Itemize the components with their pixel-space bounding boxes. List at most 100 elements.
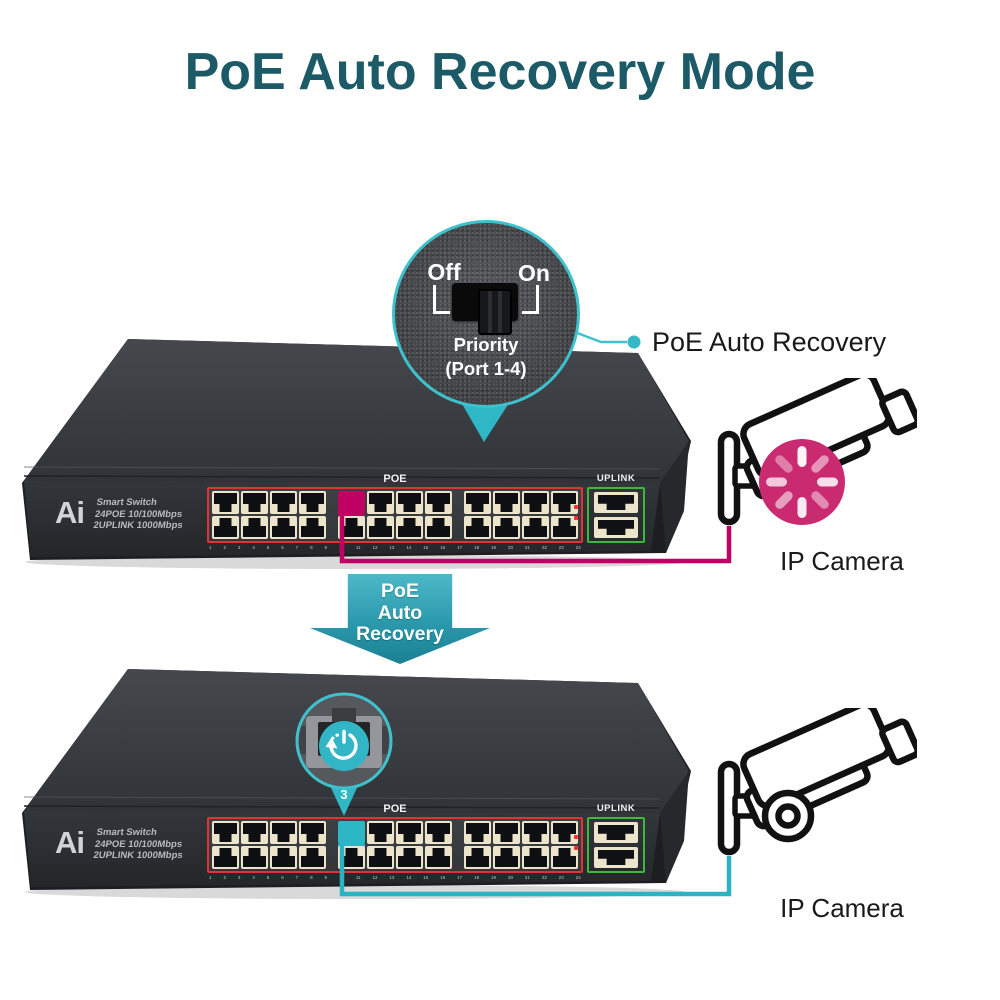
tagline-line2: 24POE 10/100Mbps [94, 838, 183, 850]
rj45-port [299, 491, 326, 514]
port-number: 12 [372, 545, 378, 550]
rj45-port [464, 516, 491, 539]
port-number: 8 [310, 875, 313, 880]
port-number: 14 [406, 545, 412, 550]
port-number: 8 [310, 545, 313, 550]
brand-logo: Ai [55, 495, 85, 530]
port-number: 5 [266, 545, 270, 550]
rj45-port [493, 821, 520, 844]
port-number: 22 [541, 545, 547, 550]
port-number: 16 [440, 545, 446, 550]
uplink-port [594, 492, 638, 513]
port-group [338, 491, 452, 539]
rj45-port [367, 846, 394, 869]
priority-caption: Priority (Port 1-4) [395, 333, 577, 381]
rj45-port [270, 821, 297, 844]
switch-tagline: Smart Switch 24POE 10/100Mbps 2UPLINK 10… [93, 497, 187, 532]
flow-arrow-line1: PoE [381, 580, 419, 602]
port-number: 23 [558, 875, 564, 880]
flow-arrow-line3: Recovery [356, 623, 444, 645]
rj45-port [270, 491, 297, 514]
port-number: 13 [389, 875, 395, 880]
port-number: 5 [266, 875, 270, 880]
port-number: 1 [209, 545, 212, 550]
status-led-group [574, 835, 578, 850]
rj45-port [396, 516, 423, 539]
port-number: 13 [389, 545, 395, 550]
rj45-port-highlighted [338, 491, 365, 521]
rj45-port [551, 821, 578, 844]
port-number: 19 [491, 875, 497, 880]
poe-switch-bottom: Ai Smart Switch 24POE 10/100Mbps 2UPLINK… [20, 665, 700, 900]
uplink-port-group [587, 487, 645, 543]
port-number: 10 [338, 545, 344, 550]
port-number: 7 [295, 545, 299, 550]
rj45-port [367, 516, 394, 539]
port-number: 10 [338, 875, 344, 880]
rj45-port [493, 491, 520, 514]
ip-camera-bottom [712, 708, 917, 868]
priority-switch-magnifier: Off On Priority (Port 1-4) [392, 220, 580, 408]
rj45-port [241, 846, 268, 869]
port-number: 18 [474, 875, 480, 880]
port-number: 7 [295, 875, 299, 880]
port-number: 11 [355, 875, 361, 880]
poe-port-group [207, 487, 583, 543]
rj45-port [241, 516, 268, 539]
port-number: 4 [252, 545, 255, 550]
port-number: 24 [575, 545, 581, 550]
rj45-port [522, 491, 549, 514]
brand-logo: Ai [55, 825, 85, 860]
port-number: 6 [281, 545, 284, 550]
port-group [464, 491, 578, 539]
port-number: 21 [524, 875, 530, 880]
port-number: 2 [223, 545, 226, 550]
rj45-port [299, 846, 326, 869]
rj45-port [493, 846, 520, 869]
camera-body [721, 708, 917, 852]
rj45-port [367, 491, 394, 514]
rj45-port [464, 491, 491, 514]
port-number: 12 [372, 875, 378, 880]
led-red [574, 846, 578, 850]
port-number: 20 [507, 875, 513, 880]
rj45-port [425, 516, 452, 539]
uplink-port [594, 517, 638, 538]
uplink-port [594, 822, 638, 843]
priority-caption-line2: (Port 1-4) [445, 358, 527, 379]
priority-switch-knob [478, 289, 512, 335]
port-number: 3 [237, 875, 241, 880]
priority-caption-line1: Priority [453, 334, 519, 355]
rj45-port [425, 821, 452, 844]
rj45-port [338, 516, 365, 539]
rj45-port [299, 821, 326, 844]
tagline-line1: Smart Switch [95, 827, 158, 838]
port-number: 9 [324, 545, 328, 550]
rj45-port [338, 846, 365, 869]
port-number: 18 [474, 545, 480, 550]
port-number: 22 [541, 875, 547, 880]
switch-tagline: Smart Switch 24POE 10/100Mbps 2UPLINK 10… [93, 827, 187, 862]
port-number: 9 [324, 875, 328, 880]
uplink-group-label: UPLINK [596, 803, 636, 814]
page-title: PoE Auto Recovery Mode [184, 43, 816, 101]
led-red [574, 505, 578, 509]
uplink-port [594, 847, 638, 868]
port-number: 11 [355, 545, 361, 550]
tagline-line2: 24POE 10/100Mbps [94, 508, 183, 520]
rj45-port [241, 491, 268, 514]
port-number: 23 [558, 545, 564, 550]
port-group [338, 821, 452, 869]
rj45-port [270, 516, 297, 539]
port-number: 14 [406, 875, 412, 880]
rj45-port [551, 491, 578, 514]
rj45-port [493, 516, 520, 539]
poe-group-label: POE [383, 803, 407, 815]
poe-group-label: POE [383, 473, 407, 485]
rj45-port [367, 821, 394, 844]
uplink-group-label: UPLINK [596, 473, 636, 484]
uplink-port-group [587, 817, 645, 873]
led-red [574, 516, 578, 520]
port-group [212, 821, 326, 869]
tagline-line1: Smart Switch [95, 497, 158, 508]
